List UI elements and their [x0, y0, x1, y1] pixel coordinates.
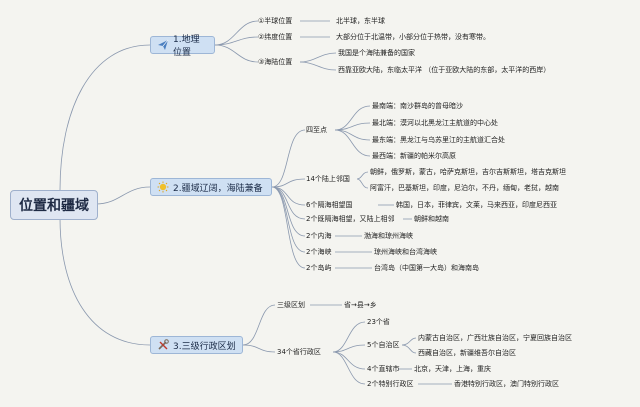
section-geographic-location[interactable]: 1.地理位置 — [150, 35, 215, 58]
tools-icon — [157, 339, 169, 351]
islands-label: 2个岛屿 — [306, 264, 332, 272]
municipalities-label: 4个直辖市 — [367, 365, 400, 373]
sun-icon — [157, 181, 169, 193]
section-administrative-divisions[interactable]: 3.三级行政区划 — [150, 336, 243, 354]
extreme-south: 最南端：南沙群岛的曾母暗沙 — [372, 102, 463, 110]
both-neighbors-detail: 朝鲜和越南 — [414, 215, 449, 223]
both-neighbors-label: 2个既隔海相望，又陆上相邻 — [306, 215, 395, 223]
sea-land-detail-1: 我国是个海陆兼备的国家 — [338, 49, 415, 57]
section-label: 3.三级行政区划 — [173, 341, 236, 352]
three-level-detail: 省→县→乡 — [344, 301, 377, 309]
straits-label: 2个海峡 — [306, 248, 332, 256]
extreme-west: 最西端：新疆的帕米尔高原 — [372, 152, 456, 160]
sea-neighbors-detail: 韩国，日本，菲律宾，文莱，马来西亚，印度尼西亚 — [396, 201, 557, 209]
sar-detail: 香港特别行政区，澳门特别行政区 — [454, 380, 559, 388]
provinces-label: 34个省行政区 — [277, 348, 321, 356]
municipalities-detail: 北京，天津，上海，重庆 — [414, 365, 491, 373]
sea-land-label: ③海陆位置 — [258, 58, 293, 66]
land-neighbors-line-1: 朝鲜，俄罗斯，蒙古，哈萨克斯坦，吉尔吉斯斯坦，塔吉克斯坦 — [370, 168, 566, 176]
sar-label: 2个特别行政区 — [367, 380, 414, 388]
section-label: 1.地理位置 — [173, 35, 200, 58]
sea-neighbors-label: 6个隔海相望国 — [306, 201, 353, 209]
land-neighbors-line-2: 阿富汗，巴基斯坦，印度，尼泊尔，不丹，缅甸，老挝，越南 — [370, 184, 559, 192]
section-label: 2.疆域辽阔，海陆兼备 — [173, 183, 263, 194]
land-neighbors-label: 14个陆上邻国 — [306, 175, 350, 183]
straits-detail: 琼州海峡和台湾海峡 — [374, 248, 437, 256]
root-topic[interactable]: 位置和疆域 — [10, 190, 98, 220]
sea-land-detail-2: 西靠亚欧大陆，东临太平洋 （位于亚欧大陆的东部，太平洋的西岸） — [338, 66, 551, 74]
inland-seas-detail: 渤海和琼州海峡 — [364, 232, 413, 240]
extreme-north: 最北端：漠河以北黑龙江主航道的中心处 — [372, 119, 498, 127]
section-territory[interactable]: 2.疆域辽阔，海陆兼备 — [150, 178, 272, 196]
latitude-detail: 大部分位于北温带，小部分位于热带，没有寒带。 — [336, 33, 490, 41]
paper-plane-icon — [157, 39, 169, 51]
hemisphere-label: ①半球位置 — [258, 17, 293, 25]
autonomous-line-2: 西藏自治区，新疆维吾尔自治区 — [418, 349, 516, 357]
autonomous-label: 5个自治区 — [367, 341, 400, 349]
provinces-23-label: 23个省 — [367, 318, 390, 326]
four-extremes-label: 四至点 — [306, 126, 327, 134]
extreme-east: 最东端：黑龙江与乌苏里江的主航道汇合处 — [372, 136, 505, 144]
autonomous-line-1: 内蒙古自治区，广西壮族自治区，宁夏回族自治区 — [418, 334, 572, 342]
three-level-label: 三级区划 — [277, 301, 305, 309]
hemisphere-detail: 北半球，东半球 — [336, 17, 385, 25]
latitude-label: ②纬度位置 — [258, 33, 293, 41]
islands-detail: 台湾岛（中国第一大岛）和海南岛 — [374, 264, 479, 272]
inland-seas-label: 2个内海 — [306, 232, 332, 240]
